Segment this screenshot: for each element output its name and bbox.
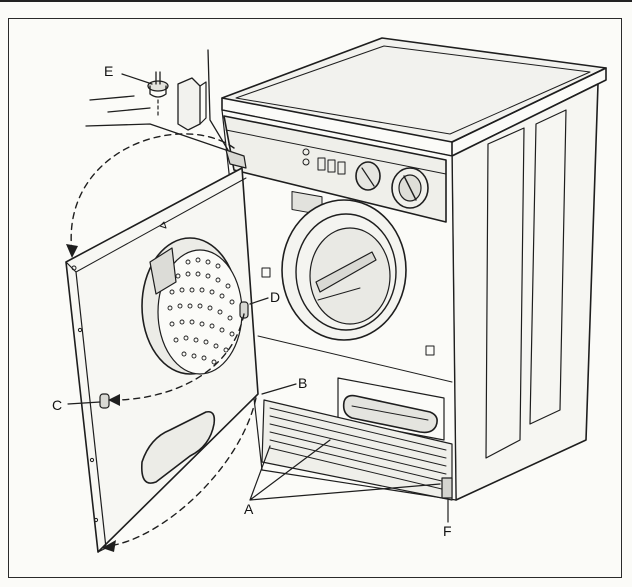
drum-paddle xyxy=(315,251,377,293)
arrowheads xyxy=(66,244,120,552)
filter-drawer xyxy=(337,377,445,441)
swing-arrow-top xyxy=(70,133,235,253)
dryer-cabinet xyxy=(221,37,607,501)
hinge-screw xyxy=(147,80,169,92)
label-a: A xyxy=(244,501,254,517)
diagram-frame xyxy=(8,18,622,578)
top-rule xyxy=(0,0,632,2)
foot-screw xyxy=(441,477,453,499)
latch-arrow xyxy=(113,313,245,401)
filter-perforations xyxy=(167,257,235,365)
label-c: C xyxy=(52,397,63,413)
label-leaders xyxy=(67,73,449,523)
dryer-door xyxy=(65,167,259,553)
program-button xyxy=(317,157,326,171)
door-swing-arrows xyxy=(70,133,257,547)
hinge-detail xyxy=(85,49,247,169)
filter-handle xyxy=(342,394,438,434)
cabinet-side xyxy=(451,83,599,501)
door-handle-recess xyxy=(140,410,216,484)
swing-arrow-bottom xyxy=(107,397,257,547)
program-button xyxy=(327,159,336,173)
program-button xyxy=(337,161,346,175)
kickplate-vents xyxy=(269,407,447,491)
label-e: E xyxy=(104,63,114,79)
door-latch xyxy=(99,393,110,409)
label-f: F xyxy=(443,523,452,539)
label-b: B xyxy=(298,375,308,391)
door-catch xyxy=(239,301,249,319)
label-d: D xyxy=(270,289,281,305)
